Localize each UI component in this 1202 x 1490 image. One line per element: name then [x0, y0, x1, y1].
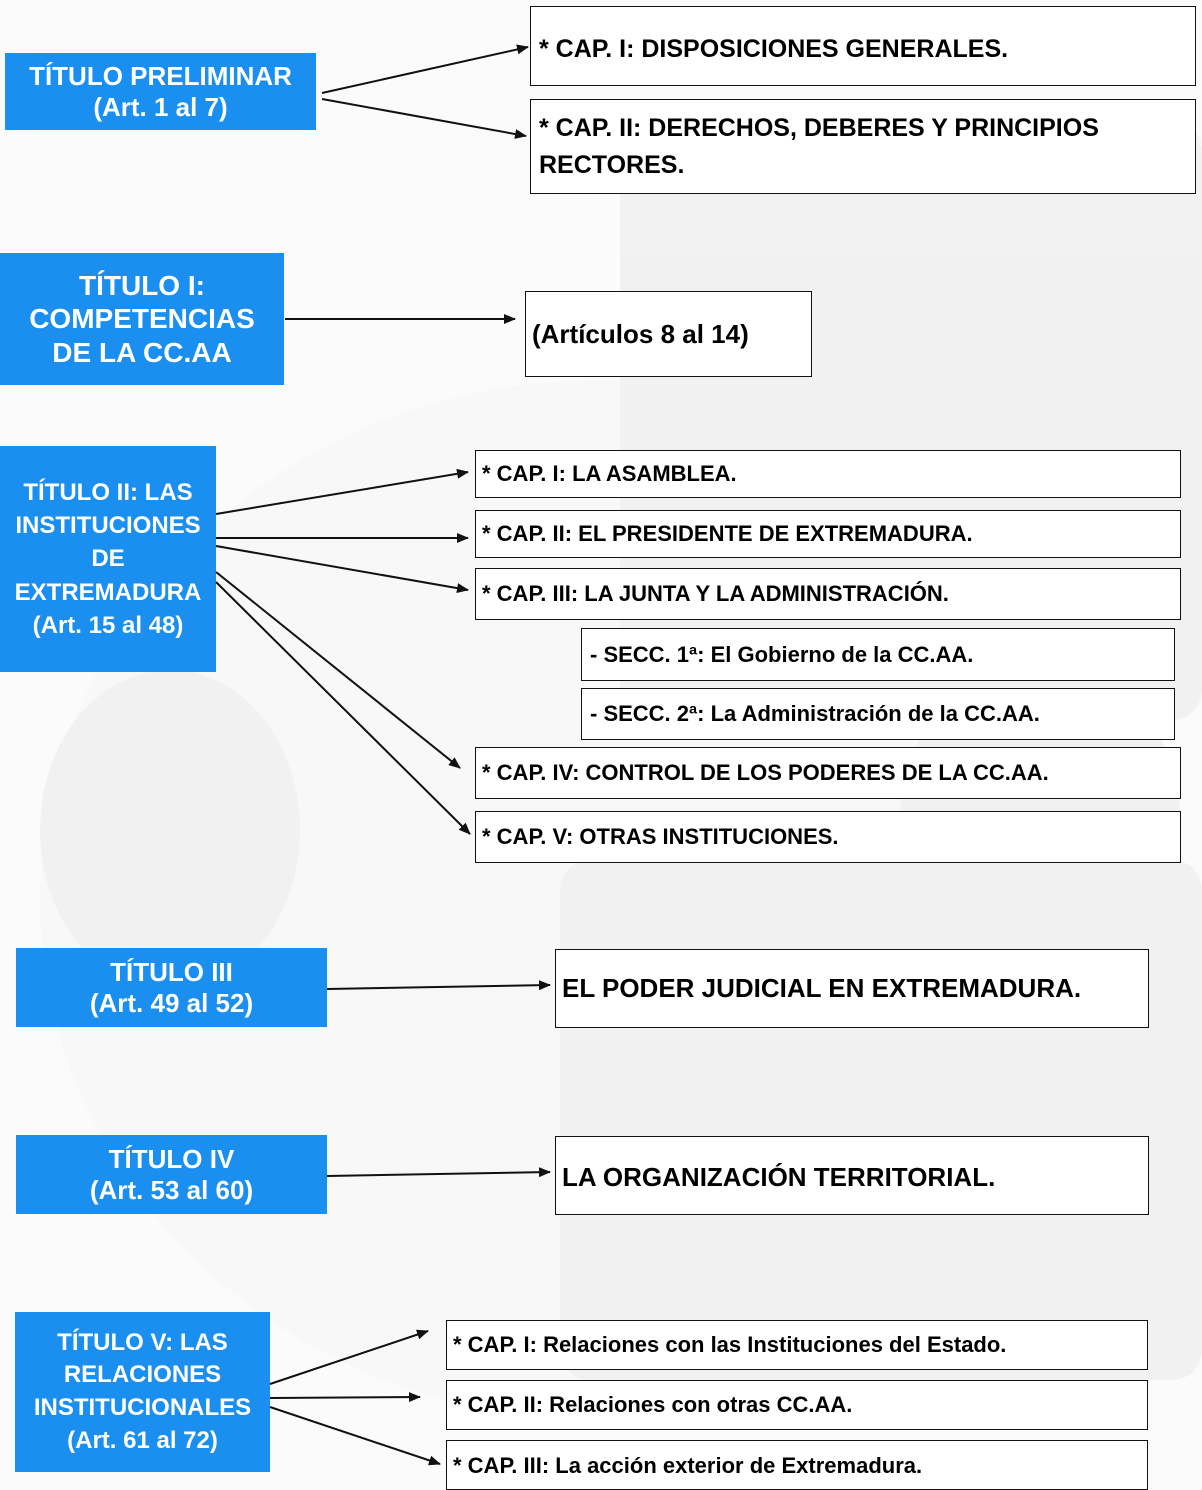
titulo-5-line3: INSTITUCIONALES — [33, 1394, 252, 1421]
box-pre-cap2-line1: * CAP. II: DERECHOS, DEBERES Y PRINCIPIO… — [539, 114, 1099, 143]
titulo-1: TÍTULO I: COMPETENCIAS DE LA CC.AA — [0, 253, 284, 385]
arrow-t3-poder — [326, 980, 551, 991]
box-t1-articulos: (Artículos 8 al 14) — [525, 291, 812, 377]
box-t2-cap2: * CAP. II: EL PRESIDENTE DE EXTREMADURA. — [475, 510, 1181, 558]
box-t5-cap2-text: * CAP. II: Relaciones con otras CC.AA. — [453, 1392, 853, 1417]
titulo-5-line4: (Art. 61 al 72) — [67, 1426, 218, 1454]
titulo-2-line1: TÍTULO II: LAS — [23, 479, 193, 507]
box-t2-cap3: * CAP. III: LA JUNTA Y LA ADMINISTRACIÓN… — [475, 568, 1181, 620]
box-t2-cap1-text: * CAP. I: LA ASAMBLEA. — [482, 461, 737, 486]
titulo-2-line5: (Art. 15 al 48) — [32, 611, 184, 639]
arrow-t2-cap1 — [215, 468, 469, 515]
box-t1-articulos-text: (Artículos 8 al 14) — [532, 318, 749, 349]
arrow-pre-cap2 — [321, 98, 527, 139]
box-t2-cap3-text: * CAP. III: LA JUNTA Y LA ADMINISTRACIÓN… — [482, 581, 949, 606]
titulo-1-line2: COMPETENCIAS — [29, 303, 255, 335]
box-t5-cap2: * CAP. II: Relaciones con otras CC.AA. — [446, 1380, 1148, 1430]
titulo-5-line1: TÍTULO V: LAS — [57, 1328, 228, 1356]
titulo-2: TÍTULO II: LAS INSTITUCIONES DE EXTREMAD… — [0, 446, 216, 672]
titulo-4-heading: TÍTULO IV — [108, 1143, 235, 1174]
box-t2-cap2-text: * CAP. II: EL PRESIDENTE DE EXTREMADURA. — [482, 521, 973, 546]
titulo-2-line2: INSTITUCIONES — [15, 512, 201, 540]
arrow-t2-cap5 — [215, 581, 471, 835]
box-t5-cap1: * CAP. I: Relaciones con las Institucion… — [446, 1320, 1148, 1370]
box-t2-secc2-text: - SECC. 2ª: La Administración de la CC.A… — [590, 701, 1040, 726]
box-t2-cap4: * CAP. IV: CONTROL DE LOS PODERES DE LA … — [475, 747, 1181, 799]
titulo-preliminar-heading: TÍTULO PRELIMINAR — [29, 60, 292, 91]
box-t2-cap1: * CAP. I: LA ASAMBLEA. — [475, 450, 1181, 498]
arrow-t5-cap2 — [269, 1392, 421, 1403]
box-t4-organizacion-text: LA ORGANIZACIÓN TERRITORIAL. — [562, 1162, 996, 1192]
titulo-3-articles: (Art. 49 al 52) — [89, 987, 254, 1018]
box-t2-secc1: - SECC. 1ª: El Gobierno de la CC.AA. — [581, 628, 1175, 681]
box-t2-cap5: * CAP. V: OTRAS INSTITUCIONES. — [475, 811, 1181, 863]
arrow-pre-cap1 — [321, 44, 529, 94]
titulo-preliminar: TÍTULO PRELIMINAR (Art. 1 al 7) — [5, 53, 316, 130]
box-t2-secc1-text: - SECC. 1ª: El Gobierno de la CC.AA. — [590, 641, 974, 667]
titulo-2-line3: DE — [91, 545, 125, 573]
arrow-t2-cap4 — [215, 571, 461, 769]
box-pre-cap1: * CAP. I: DISPOSICIONES GENERALES. — [530, 6, 1196, 86]
titulo-3-heading: TÍTULO III — [110, 956, 233, 987]
box-pre-cap2: * CAP. II: DERECHOS, DEBERES Y PRINCIPIO… — [530, 99, 1196, 194]
arrow-t2-cap3 — [215, 545, 469, 594]
box-t5-cap3-text: * CAP. III: La acción exterior de Extrem… — [453, 1453, 923, 1478]
titulo-5: TÍTULO V: LAS RELACIONES INSTITUCIONALES… — [15, 1312, 270, 1472]
box-pre-cap1-text: * CAP. I: DISPOSICIONES GENERALES. — [539, 35, 1009, 63]
box-t3-poder-judicial: EL PODER JUDICIAL EN EXTREMADURA. — [555, 949, 1149, 1028]
titulo-4: TÍTULO IV (Art. 53 al 60) — [16, 1135, 327, 1214]
box-pre-cap2-line2: RECTORES. — [539, 150, 685, 179]
box-t5-cap3: * CAP. III: La acción exterior de Extrem… — [446, 1440, 1148, 1490]
titulo-2-line4: EXTREMADURA — [14, 578, 202, 606]
titulo-preliminar-articles: (Art. 1 al 7) — [93, 91, 228, 122]
box-t5-cap1-text: * CAP. I: Relaciones con las Institucion… — [453, 1332, 1007, 1357]
box-t3-poder-judicial-text: EL PODER JUDICIAL EN EXTREMADURA. — [562, 973, 1082, 1003]
arrow-t5-cap1 — [269, 1329, 429, 1385]
box-t2-cap5-text: * CAP. V: OTRAS INSTITUCIONES. — [482, 824, 839, 849]
titulo-5-line2: RELACIONES — [63, 1361, 222, 1389]
box-t2-secc2: - SECC. 2ª: La Administración de la CC.A… — [581, 688, 1175, 740]
titulo-1-line3: DE LA CC.AA — [52, 336, 232, 368]
titulo-3: TÍTULO III (Art. 49 al 52) — [16, 948, 327, 1027]
arrow-t5-cap3 — [269, 1406, 441, 1466]
box-t2-cap4-text: * CAP. IV: CONTROL DE LOS PODERES DE LA … — [482, 760, 1049, 785]
box-t4-organizacion: LA ORGANIZACIÓN TERRITORIAL. — [555, 1136, 1149, 1215]
titulo-4-articles: (Art. 53 al 60) — [89, 1174, 254, 1205]
arrow-t4-organizacion — [326, 1167, 551, 1178]
titulo-1-line1: TÍTULO I: — [79, 270, 205, 302]
